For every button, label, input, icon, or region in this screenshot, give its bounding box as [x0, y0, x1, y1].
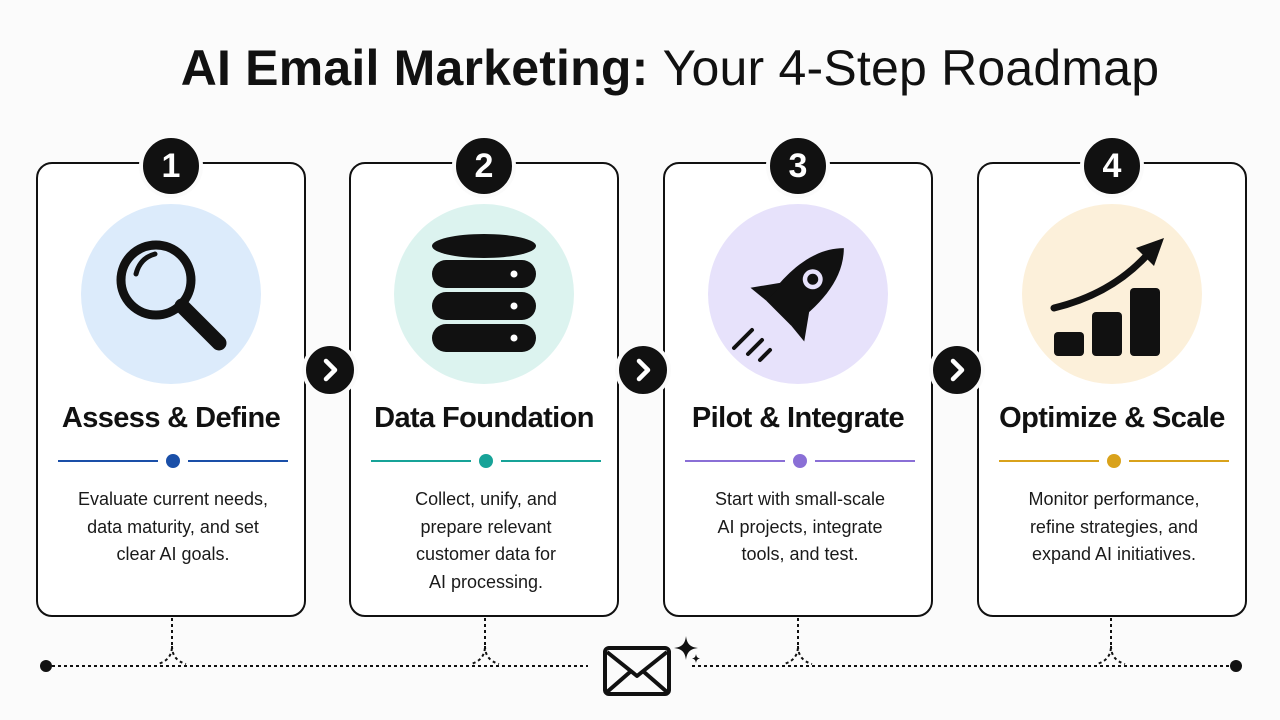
step-divider	[685, 454, 915, 468]
timeline-start-dot	[40, 660, 52, 672]
sparkle-icon	[674, 636, 700, 663]
step-card-3: 3 Pilot & Integrate Start with small-sca…	[663, 134, 933, 617]
chevron-right-icon	[615, 342, 671, 398]
step-divider	[371, 454, 601, 468]
rocket-icon	[732, 248, 844, 362]
title-light: Your 4-Step Roadmap	[662, 40, 1160, 96]
step-title: Data Foundation	[374, 402, 594, 434]
database-icon	[432, 234, 536, 352]
step-description: Evaluate current needs,data maturity, an…	[77, 489, 269, 564]
icon-circle	[708, 204, 888, 384]
chevron-right-icon	[929, 342, 985, 398]
step-number-badge: 1	[139, 134, 203, 198]
email-envelope-icon	[603, 636, 700, 696]
chevron-right-icon	[302, 342, 358, 398]
magnifying-glass-icon	[116, 240, 227, 351]
page-title: AI Email Marketing: Your 4-Step Roadmap	[0, 38, 1280, 98]
step-card-4: 4 Optimize & Scale Monitor performance,r…	[977, 134, 1247, 617]
growth-chart-icon	[1050, 238, 1164, 356]
step-number-badge: 4	[1080, 134, 1144, 198]
step-title: Optimize & Scale	[999, 402, 1225, 434]
icon-circle	[394, 204, 574, 384]
timeline-end-dot	[1230, 660, 1242, 672]
step-description: Monitor performance,refine strategies, a…	[1028, 489, 1200, 564]
step-title: Assess & Define	[61, 402, 281, 434]
step-title: Pilot & Integrate	[691, 402, 905, 434]
icon-circle	[1022, 204, 1202, 384]
step-card-1: 1 Assess & Define Evaluate current needs…	[36, 134, 306, 617]
step-divider	[999, 454, 1229, 468]
icon-circle	[81, 204, 261, 384]
step-number-badge: 2	[452, 134, 516, 198]
step-divider	[58, 454, 288, 468]
title-bold: AI Email Marketing:	[180, 40, 649, 96]
step-number-badge: 3	[766, 134, 830, 198]
